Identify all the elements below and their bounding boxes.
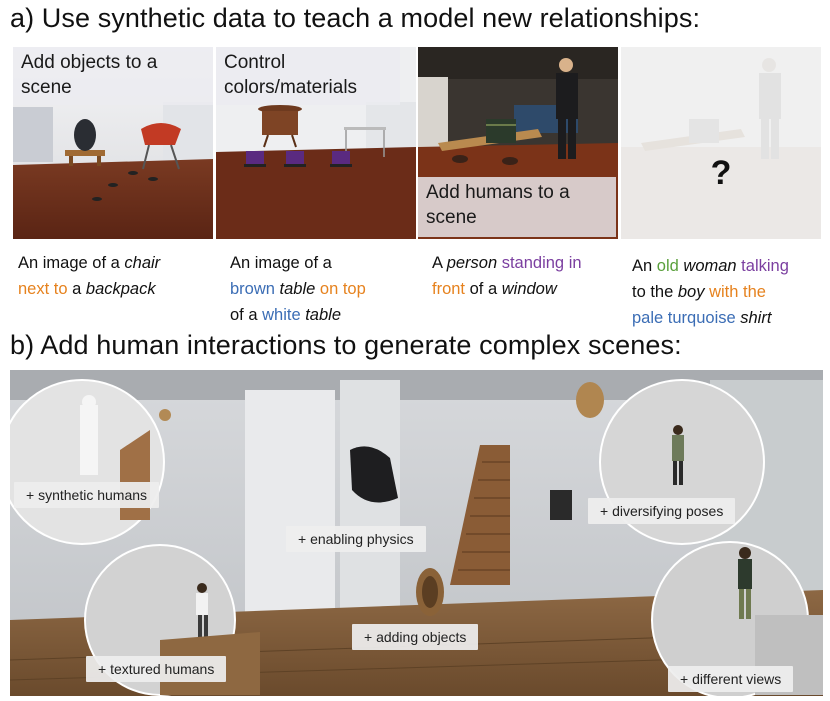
caption-panel-2: An image of a brown table on top of a wh… [230, 254, 366, 324]
section-a-heading: a) Use synthetic data to teach a model n… [10, 3, 701, 33]
interior-scene-panel: + synthetic humans + enabling physics + … [10, 370, 823, 696]
panel-add-humans: Add humans to a scene [418, 47, 618, 239]
tag-enabling-physics: + enabling physics [286, 526, 426, 552]
tag-diversifying-poses: + diversifying poses [588, 498, 736, 524]
section-b-heading: b) Add human interactions to generate co… [10, 330, 682, 360]
tag-synthetic-humans: + synthetic humans [14, 482, 160, 508]
overlay-label-add-objects: Add objects to a scene [13, 47, 213, 105]
caption-panel-1: An image of a chair next to a backpack [18, 254, 161, 298]
tag-textured-humans: + textured humans [86, 656, 227, 682]
panel-question: ? [621, 47, 821, 239]
tag-adding-objects: + adding objects [352, 624, 479, 650]
caption-panel-3: A person standing in front of a window [432, 254, 582, 298]
scene-faded-unknown: ? [621, 47, 821, 239]
panel-add-objects: Add objects to a scene [13, 47, 213, 239]
overlay-label-add-humans: Add humans to a scene [418, 177, 616, 237]
caption-panel-4: An old woman talking to the boy with the… [632, 257, 789, 327]
overlay-label-control-colors: Control colors/materials [216, 47, 400, 105]
panel-control-colors: Control colors/materials [216, 47, 416, 239]
tag-different-views: + different views [668, 666, 794, 692]
question-mark: ? [711, 154, 732, 192]
